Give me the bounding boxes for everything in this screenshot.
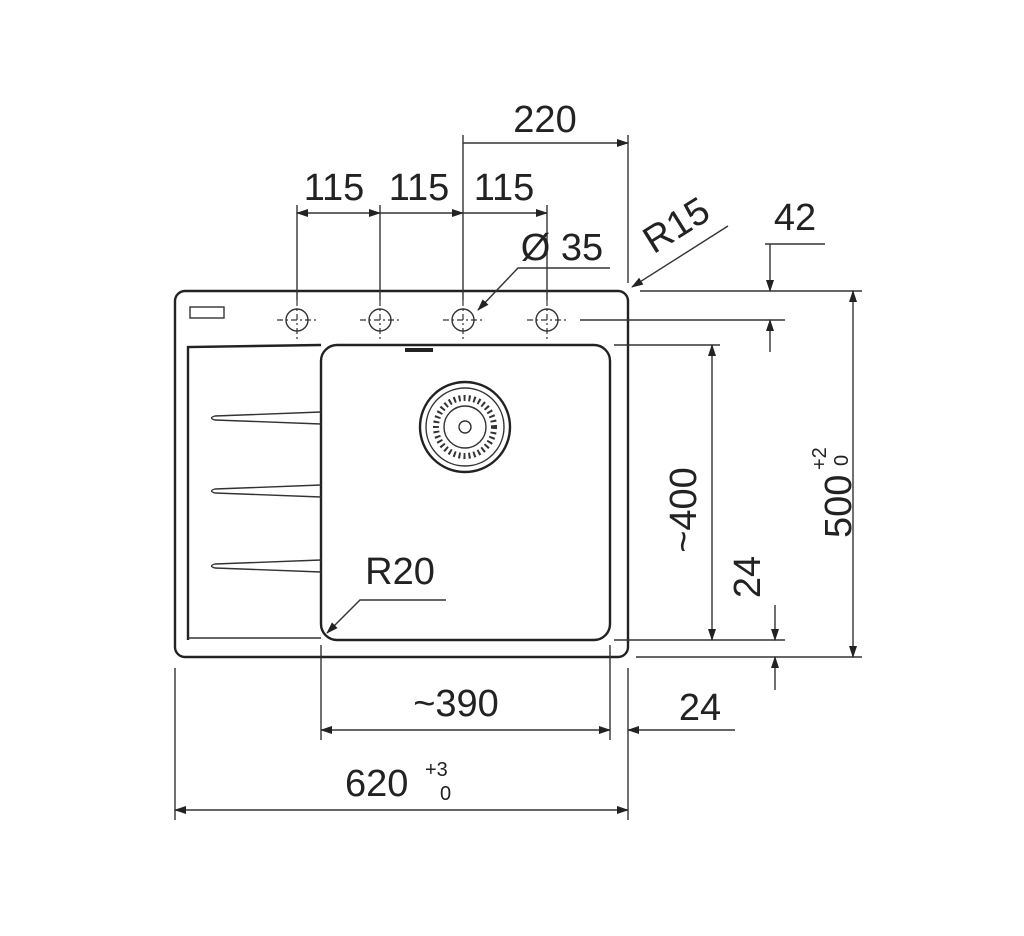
tap-hole-2	[360, 300, 400, 340]
sink-outline	[173, 289, 630, 659]
tap-holes	[277, 300, 567, 340]
dim-bowl-width: ~390	[413, 683, 499, 725]
tap-hole-4	[527, 300, 567, 340]
dim-side-margin: 24	[679, 687, 721, 729]
dim-overall-width-tol-upper: +3	[425, 759, 448, 781]
dim-overall-depth-tol-lower: 0	[831, 455, 853, 466]
dim-overall-width-tol-lower: 0	[440, 783, 451, 805]
tap-hole-3	[443, 300, 483, 340]
bowl-outline	[319, 343, 612, 642]
dim-bowl-radius: R20	[365, 551, 435, 593]
dim-overall-depth-tol-upper: +2	[809, 447, 831, 470]
dim-hole-spacing-1: 115	[304, 167, 365, 209]
dim-overall-depth: 500	[818, 475, 860, 538]
dim-overall-width: 620	[345, 763, 408, 805]
overflow-opening	[405, 348, 433, 352]
drainer-ribs	[210, 411, 322, 573]
dim-bowl-depth: ~400	[663, 467, 705, 553]
overflow-slot	[189, 306, 225, 319]
dim-hole-offset: 42	[774, 197, 816, 239]
dim-hole-diameter: Ø 35	[521, 227, 603, 269]
tap-hole-1	[277, 300, 317, 340]
extension-lines	[174, 135, 862, 820]
dim-hole-spacing-3: 115	[474, 167, 535, 209]
dim-corner-radius: R15	[636, 190, 717, 263]
dim-top-width: 220	[513, 99, 576, 141]
dim-bottom-margin: 24	[727, 556, 769, 598]
dim-hole-spacing-2: 115	[389, 167, 450, 209]
drainer-outline	[186, 343, 322, 640]
drain-strainer-icon	[418, 380, 512, 474]
